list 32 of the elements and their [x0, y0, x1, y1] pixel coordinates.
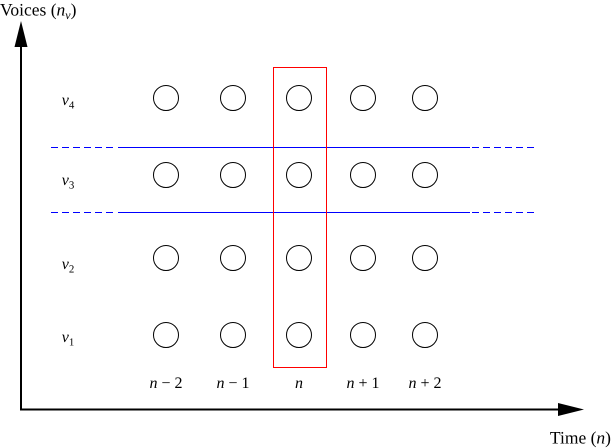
column-label: n + 2: [408, 376, 442, 392]
circle: [350, 85, 376, 111]
row-label: v$_{2}$: [62, 257, 74, 273]
highlight-frame: [273, 67, 327, 368]
circle: [220, 322, 246, 348]
column-label: n − 1: [216, 376, 250, 392]
circle: [153, 322, 179, 348]
circle: [153, 245, 179, 271]
circle: [412, 322, 438, 348]
row-label: v$_{1}$: [62, 330, 74, 346]
column-label: n: [295, 376, 303, 392]
circle: [350, 162, 376, 188]
column-label: n − 2: [149, 376, 183, 392]
circle: [220, 85, 246, 111]
circle: [350, 245, 376, 271]
circle: [350, 322, 376, 348]
row-label: v$_{4}$: [62, 93, 74, 109]
circle: [153, 162, 179, 188]
circle: [412, 85, 438, 111]
row-label: v$_{3}$: [62, 173, 74, 189]
axis-title: Time (n): [550, 429, 611, 447]
circle: [412, 162, 438, 188]
circle: [286, 162, 312, 188]
column-label: n + 1: [346, 376, 380, 392]
circle: [286, 245, 312, 271]
circle: [153, 85, 179, 111]
circle: [286, 322, 312, 348]
circle: [412, 245, 438, 271]
circle: [220, 162, 246, 188]
axis-title: Voices (n$_{v}$): [0, 1, 76, 19]
circle: [220, 245, 246, 271]
circle: [286, 85, 312, 111]
